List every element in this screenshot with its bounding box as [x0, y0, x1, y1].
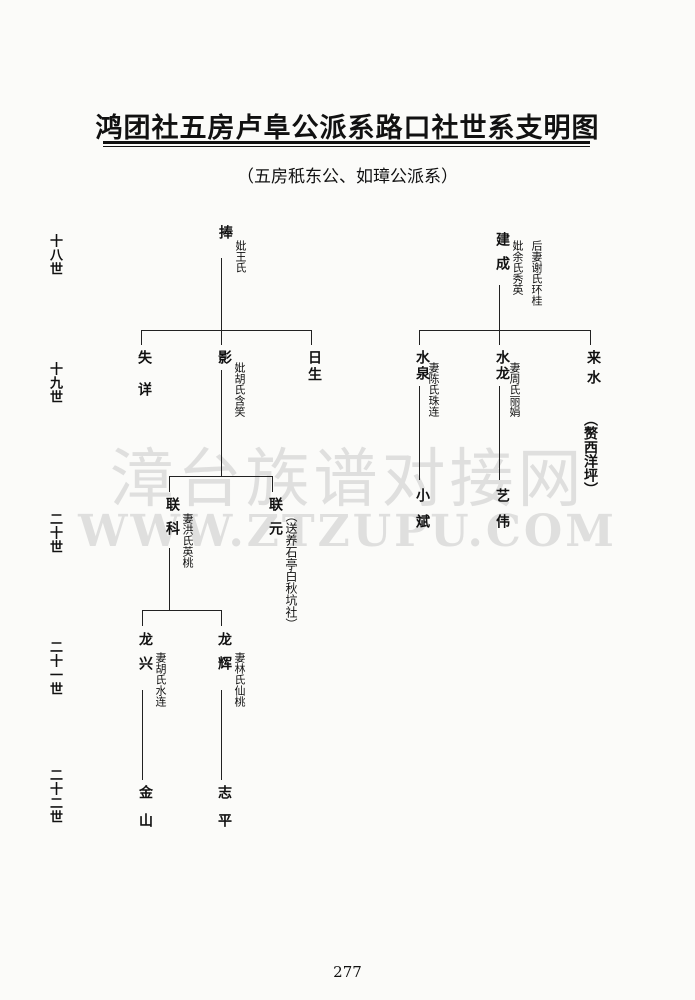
connector-line: [590, 330, 591, 345]
watermark-url: WWW.ZTZUPU.COM: [78, 506, 617, 557]
person-lianyuan: 联元: [267, 497, 283, 545]
page-title: 鸿团社五房卢阜公派系路口社世系支明图: [95, 113, 600, 144]
page-number: 277: [333, 963, 362, 981]
connector-line: [141, 330, 142, 345]
connector-line: [169, 476, 170, 492]
note-laishui: （赘西洋坪）: [582, 412, 598, 496]
spouse-longxing: 妻胡氏水连: [154, 652, 167, 707]
connector-line: [499, 386, 500, 480]
person-ying: 影: [216, 350, 232, 374]
title-underline-thin: [103, 146, 590, 147]
person-shixiang: 失详: [136, 350, 152, 414]
spouse-ying: 妣胡氏含笑: [233, 362, 246, 417]
generation-label-20: 二十世: [47, 512, 62, 554]
spouse2-jiancheng: 后妻谢氏环桂: [530, 240, 543, 306]
connector-line: [169, 476, 273, 477]
connector-line: [221, 258, 222, 330]
person-jinshan: 金山: [137, 785, 153, 841]
person-longhui: 龙辉: [216, 632, 232, 680]
title-underline: [103, 141, 590, 144]
person-zhiping: 志平: [216, 785, 232, 841]
connector-line: [499, 285, 500, 330]
page-subtitle: （五房秖东公、如璋公派系）: [237, 167, 458, 187]
connector-line: [221, 690, 222, 780]
connector-line: [221, 330, 222, 345]
connector-line: [142, 610, 143, 626]
person-risheng: 日生: [306, 350, 322, 384]
generation-label-18: 十八世: [47, 234, 62, 276]
connector-line: [419, 386, 420, 480]
connector-line: [221, 370, 222, 476]
person-lianke: 联科: [164, 497, 180, 545]
person-shuilong: 水龙: [494, 350, 510, 382]
person-yiwei: 艺伟: [494, 488, 510, 540]
spouse-lianke: 妻洪氏英桃: [181, 513, 194, 568]
person-jiancheng: 建成: [494, 232, 510, 280]
generation-label-21: 二十一世: [47, 640, 62, 696]
connector-line: [221, 610, 222, 626]
spouse-peng: 妣王氏: [234, 240, 247, 273]
person-shuiquan: 水泉: [414, 350, 430, 382]
connector-line: [272, 476, 273, 492]
connector-line: [311, 330, 312, 345]
connector-line: [169, 548, 170, 610]
connector-line: [142, 690, 143, 780]
spouse-shuilong: 妻周氏丽娟: [508, 362, 521, 417]
connector-line: [499, 330, 500, 345]
note-lianyuan: （送养石亭白秋坑社）: [284, 510, 298, 630]
watermark-text: 漳台族谱对接网: [109, 443, 586, 517]
person-xiaobin: 小斌: [414, 488, 430, 540]
connector-line: [142, 610, 222, 611]
spouse-shuiquan: 妻陈氏珠连: [427, 362, 440, 417]
generation-label-22: 二十二世: [47, 768, 62, 824]
connector-line: [419, 330, 420, 345]
generation-label-19: 十九世: [47, 362, 62, 404]
spouse-jiancheng: 妣余氏秀英: [511, 240, 524, 295]
connector-line: [141, 330, 312, 331]
person-longxing: 龙兴: [137, 632, 153, 680]
spouse-longhui: 妻林氏仙桃: [233, 652, 246, 707]
person-laishui: 来水: [585, 350, 601, 390]
person-peng: 捧: [217, 225, 233, 249]
connector-line: [419, 330, 591, 331]
